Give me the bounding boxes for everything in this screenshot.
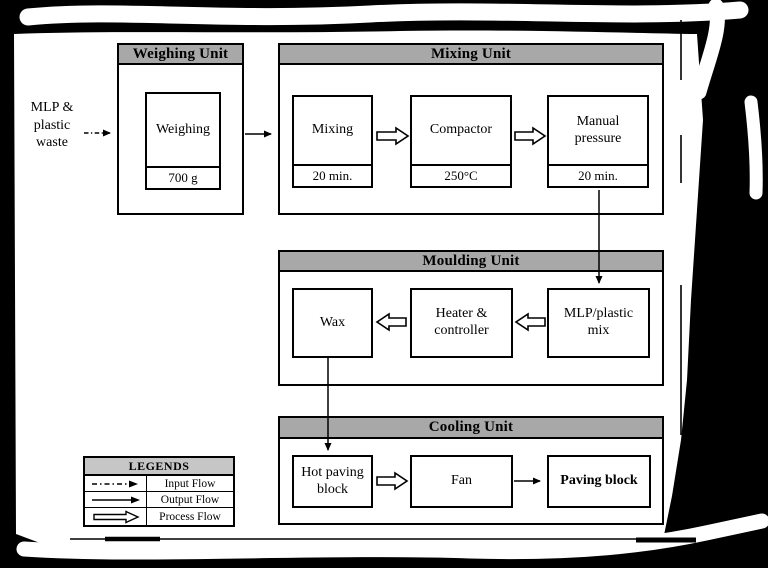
step-compactor-label: Compactor bbox=[429, 122, 493, 138]
step-fan-label: Fan bbox=[451, 473, 472, 489]
step-weighing-value: 700 g bbox=[147, 166, 219, 188]
legend-row-input: Input Flow bbox=[85, 476, 233, 492]
step-manual-pressure: Manual pressure 20 min. bbox=[547, 95, 649, 188]
step-compactor-value: 250°C bbox=[412, 164, 510, 186]
legend-label-output: Output Flow bbox=[160, 493, 220, 506]
step-mlp-plastic-mix: MLP/plastic mix bbox=[547, 288, 650, 358]
black-top-band-remnant bbox=[32, 21, 692, 32]
step-compactor: Compactor 250°C bbox=[410, 95, 512, 188]
step-mlp-plastic-mix-label: MLP/plastic mix bbox=[563, 306, 634, 338]
step-paving-block: Paving block bbox=[547, 455, 651, 508]
step-manual-pressure-label: Manual pressure bbox=[574, 113, 622, 146]
mixing-unit-header: Mixing Unit bbox=[280, 45, 662, 65]
legend-label-input: Input Flow bbox=[164, 477, 216, 490]
step-mixing: Mixing 20 min. bbox=[292, 95, 373, 188]
step-mixing-label: Mixing bbox=[311, 122, 354, 138]
step-hot-paving-block-label: Hot paving block bbox=[301, 464, 364, 497]
input-source-label: MLP & plastic waste bbox=[30, 100, 74, 150]
output-flow-arrow-icon bbox=[85, 492, 147, 507]
step-weighing-label: Weighing bbox=[155, 121, 211, 137]
step-fan: Fan bbox=[410, 455, 513, 508]
step-mixing-value: 20 min. bbox=[294, 164, 371, 186]
legend-row-process: Process Flow bbox=[85, 508, 233, 525]
moulding-unit-header: Moulding Unit bbox=[280, 252, 662, 272]
legend-title: LEGENDS bbox=[85, 458, 233, 476]
step-heater-controller: Heater & controller bbox=[410, 288, 513, 358]
process-flow-arrow-icon bbox=[85, 508, 147, 525]
step-wax: Wax bbox=[292, 288, 373, 358]
white-stroke-right bbox=[744, 95, 763, 200]
weighing-unit-header: Weighing Unit bbox=[119, 45, 242, 65]
step-weighing: Weighing 700 g bbox=[145, 92, 221, 190]
legend-row-output: Output Flow bbox=[85, 492, 233, 508]
step-manual-pressure-value: 20 min. bbox=[549, 164, 647, 186]
step-wax-label: Wax bbox=[319, 314, 346, 330]
white-stroke-top bbox=[19, 1, 749, 26]
input-flow-arrow-icon bbox=[85, 476, 147, 491]
white-stroke-top-right bbox=[691, 0, 725, 100]
step-hot-paving-block: Hot paving block bbox=[292, 455, 373, 508]
cooling-unit-header: Cooling Unit bbox=[280, 418, 662, 439]
step-paving-block-label: Paving block bbox=[560, 473, 638, 489]
white-stroke-bottom bbox=[16, 513, 768, 560]
legend-table: LEGENDS Input Flow Output Flow bbox=[83, 456, 235, 527]
step-heater-controller-label: Heater & controller bbox=[434, 306, 489, 338]
legend-label-process: Process Flow bbox=[159, 510, 221, 523]
